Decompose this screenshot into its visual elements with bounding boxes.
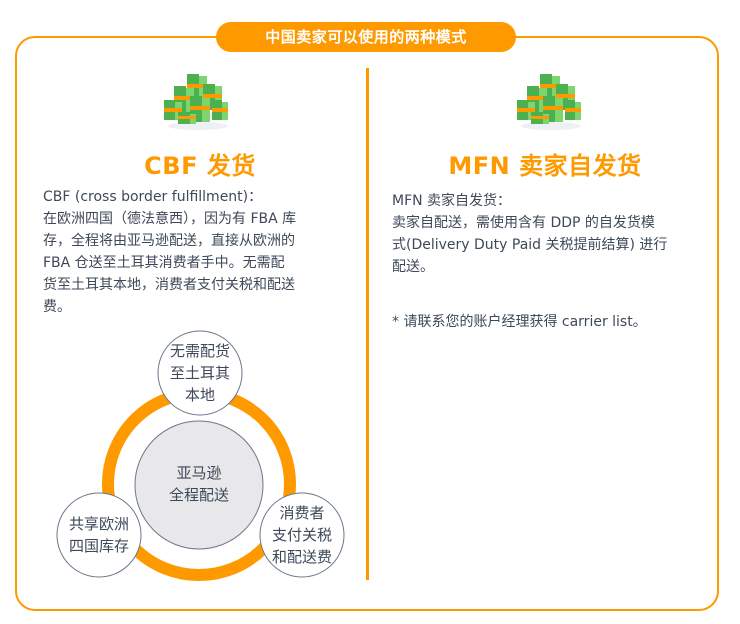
cbf-description-line: CBF (cross border fulfillment)： xyxy=(43,189,263,205)
money-stack-icon xyxy=(517,74,581,130)
cbf-description: CBF (cross border fulfillment)： 在欧洲四国（德法… xyxy=(43,186,353,318)
cbf-title: CBF 发货 xyxy=(144,152,256,180)
cbf-description-line: 在欧洲四国（德法意西），因为有 FBA 库 xyxy=(43,211,297,227)
money-stack-icon xyxy=(164,74,228,130)
mfn-description: MFN 卖家自发货： 卖家自配送，需使用含有 DDP 的自发货模 式(Deliv… xyxy=(392,190,712,278)
bottom-left-circle-label: 共享欧洲 四国库存 xyxy=(68,515,129,555)
bottom-right-circle-label: 消费者 支付关税 和配送费 xyxy=(271,504,332,566)
bottom-left-circle xyxy=(56,492,142,578)
mfn-description-line: 式(Delivery Duty Paid 关税提前结算) 进行 xyxy=(392,237,668,253)
mfn-note: * 请联系您的账户经理获得 carrier list。 xyxy=(392,314,647,330)
cbf-description-line: 货至土耳其本地，消费者支付关税和配送 xyxy=(43,277,295,293)
mfn-title: MFN 卖家自发货 xyxy=(448,152,642,180)
mfn-description-line: 配送。 xyxy=(392,259,434,275)
top-circle-label: 无需配货 至土耳其 本地 xyxy=(169,342,230,404)
center-circle-label: 亚马逊 全程配送 xyxy=(168,464,229,504)
mfn-description-line: 卖家自配送，需使用含有 DDP 的自发货模 xyxy=(392,215,655,231)
cbf-description-line: FBA 仓送至土耳其消费者手中。无需配 xyxy=(43,255,285,271)
mfn-description-line: MFN 卖家自发货： xyxy=(392,193,512,209)
bottom-right-circle xyxy=(259,492,345,578)
cbf-description-line: 费。 xyxy=(43,299,71,315)
top-circle xyxy=(157,330,243,416)
column-divider xyxy=(366,68,369,580)
center-circle xyxy=(134,420,264,550)
cbf-description-line: 存，全程将由亚马逊配送，直接从欧洲的 xyxy=(43,233,295,249)
page-title: 中国卖家可以使用的两种模式 xyxy=(216,22,516,52)
